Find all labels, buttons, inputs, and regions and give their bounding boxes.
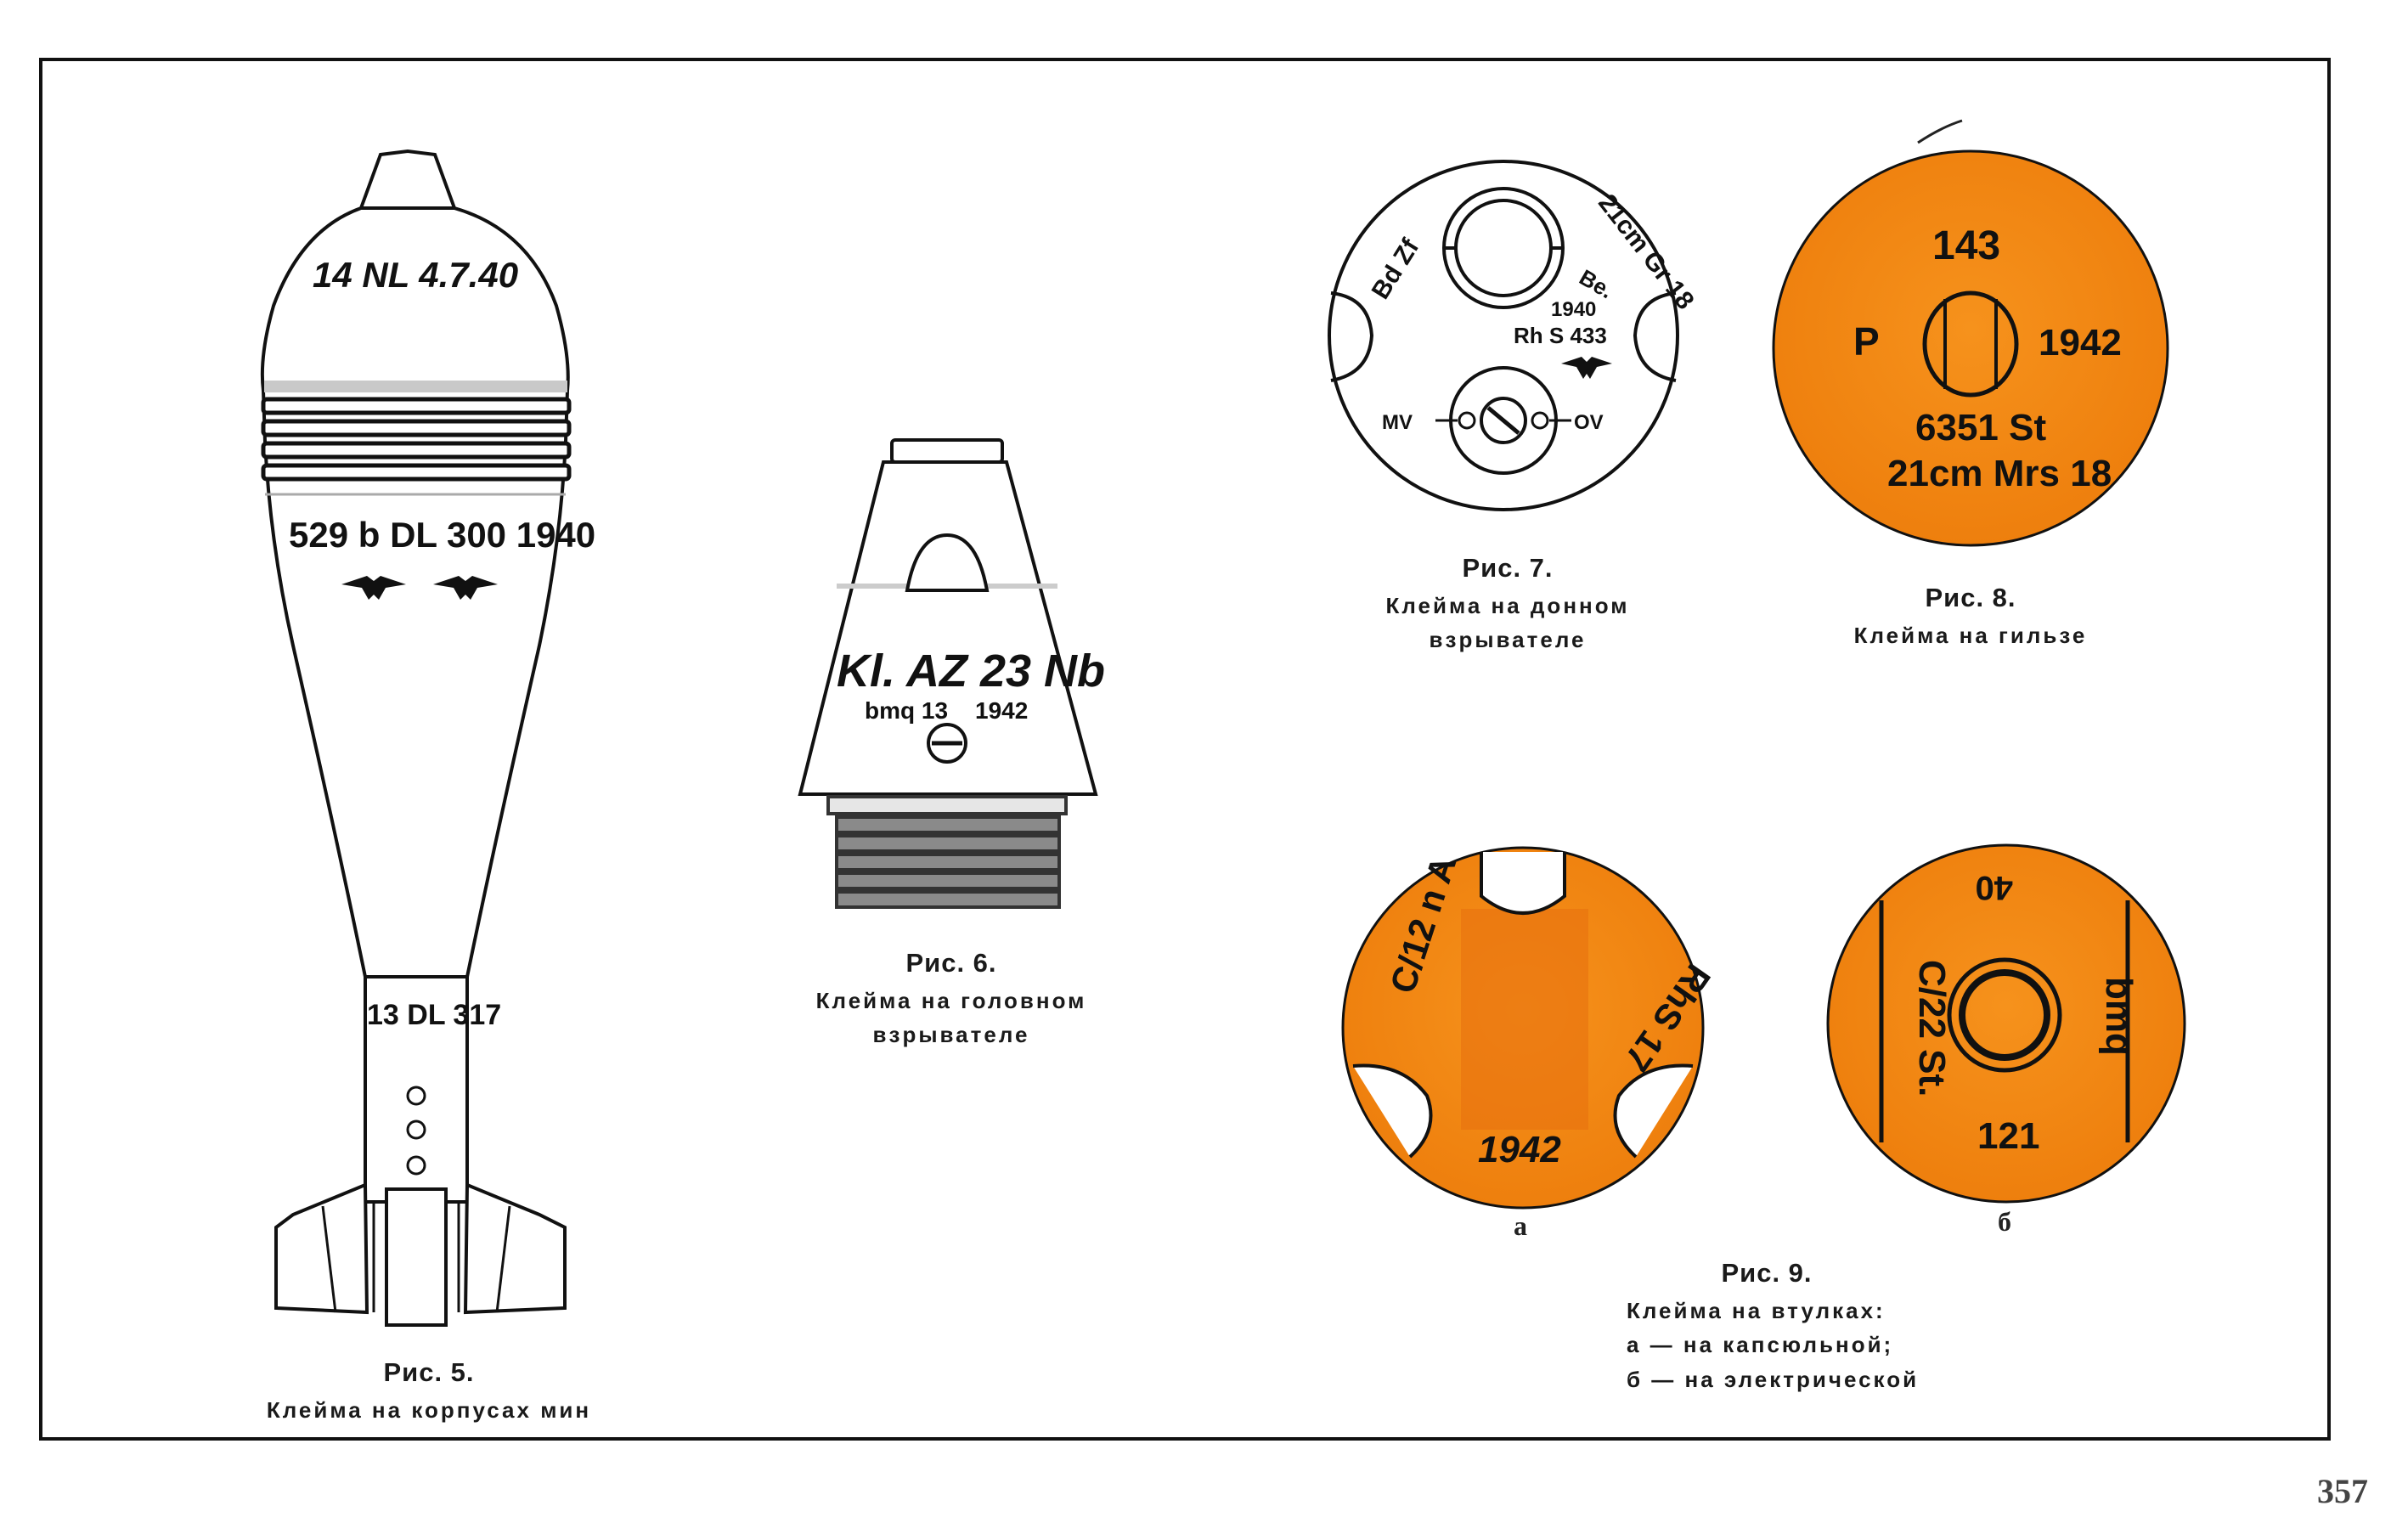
fig5-caption: Рис. 5. Клейма на корпусах мин <box>208 1352 650 1427</box>
fig9-caption-line2: а — на капсюльной; <box>1627 1332 1894 1358</box>
fig7-caption-line1: Клейма на донном <box>1385 593 1630 619</box>
fig7-caption: Рис. 7. Клейма на донном взрывателе <box>1329 548 1686 657</box>
fig7-mark-rhs: Rh S 433 <box>1514 323 1607 348</box>
fig7-mark-ov: OV <box>1574 411 1604 434</box>
fig5-caption-line1: Клейма на корпусах мин <box>266 1397 592 1424</box>
fig8-cartridge-case <box>1772 119 2169 547</box>
fig7-caption-line2: взрывателе <box>1429 627 1587 653</box>
fig8-caption-title: Рис. 8. <box>1925 583 2016 612</box>
fig9b-mark-right: bmq <box>2098 977 2140 1056</box>
fig5-mortar-bomb <box>260 149 572 1327</box>
fig9a-label: а <box>1514 1210 1527 1241</box>
fig9-caption: Клейма на втулках: а — на капсюльной; б … <box>1627 1294 1983 1396</box>
fig6-mark-main: Kl. AZ 23 Nb <box>837 646 1105 697</box>
fig5-caption-title: Рис. 5. <box>383 1357 475 1387</box>
fig5-mark-middle: 529 b DL 300 1940 <box>289 515 595 555</box>
fig9b-label: б <box>1998 1206 2011 1237</box>
fig8-mark-line1: 6351 St <box>1915 407 2046 448</box>
fig9-caption-line1: Клейма на втулках: <box>1627 1298 1886 1323</box>
fig7-mark-year: 1940 <box>1551 298 1596 321</box>
fig6-caption-line2: взрывателе <box>872 1022 1030 1048</box>
fig9-caption-title-block: Рис. 9. <box>1614 1253 1920 1294</box>
fig6-mark-sub-right: 1942 <box>975 697 1028 724</box>
fig6-caption-title: Рис. 6. <box>905 948 997 978</box>
fig8-caption: Рис. 8. Клейма на гильзе <box>1801 578 2140 652</box>
fig9b-mark-top: 40 <box>1976 869 2014 906</box>
fig9-caption-title: Рис. 9. <box>1721 1258 1813 1288</box>
fig9b-mark-left: C/22 St. <box>1911 960 1953 1097</box>
fig9a-mark-bottom: 1942 <box>1478 1129 1561 1170</box>
fig7-mark-mv: MV <box>1382 411 1413 434</box>
fig5-mark-top: 14 NL 4.7.40 <box>313 255 518 295</box>
fig6-caption-line1: Клейма на головном <box>815 988 1087 1014</box>
fig5-mark-tail: 13 DL 317 <box>367 999 501 1031</box>
fig8-mark-left: P <box>1853 319 1880 364</box>
fig8-mark-right: 1942 <box>2039 322 2122 364</box>
fig8-caption-line1: Клейма на гильзе <box>1853 623 2088 649</box>
fig9-caption-line3: б — на электрической <box>1627 1366 1920 1392</box>
fig6-mark-sub-left: bmq 13 <box>865 697 948 724</box>
fig9a-primer-bushing <box>1341 846 1705 1210</box>
fig8-mark-line2: 21cm Mrs 18 <box>1887 453 2112 494</box>
fig9b-mark-bottom: 121 <box>1977 1115 2039 1157</box>
fig7-base-fuze <box>1328 160 1679 511</box>
page-number: 357 <box>2317 1472 2368 1510</box>
fig6-caption: Рис. 6. Клейма на головном взрывателе <box>764 943 1138 1052</box>
fig7-caption-title: Рис. 7. <box>1462 553 1554 583</box>
fig8-mark-top: 143 <box>1932 223 2000 268</box>
fig9b-electric-bushing <box>1826 843 2186 1204</box>
fig6-nose-fuze <box>798 438 1098 909</box>
